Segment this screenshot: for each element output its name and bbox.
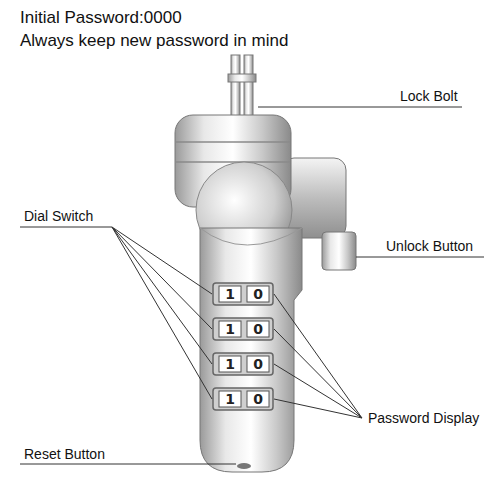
part-label: Reset Button — [24, 446, 105, 462]
part-label: Unlock Button — [386, 238, 473, 254]
heading-line: Always keep new password in mind — [20, 31, 288, 51]
dials — [213, 283, 273, 410]
leader-lines — [20, 107, 484, 464]
unlock-button — [322, 232, 356, 270]
part-label: Lock Bolt — [400, 88, 458, 104]
part-label: Dial Switch — [24, 208, 93, 224]
heading-line: Initial Password:0000 — [20, 8, 182, 28]
dial-digit: 0 — [248, 322, 268, 336]
dial-digit: 0 — [248, 357, 268, 371]
lock-body — [200, 228, 302, 472]
lock-bolt — [228, 55, 256, 120]
dial-digit: 0 — [248, 287, 268, 301]
dial-digit: 1 — [220, 287, 240, 301]
dial-digit: 1 — [220, 357, 240, 371]
dial-digit: 1 — [220, 322, 240, 336]
part-label: Password Display — [368, 410, 479, 426]
reset-button — [237, 463, 251, 469]
side-arm — [282, 158, 346, 238]
dial-digit: 1 — [220, 392, 240, 406]
dial-digit: 0 — [248, 392, 268, 406]
